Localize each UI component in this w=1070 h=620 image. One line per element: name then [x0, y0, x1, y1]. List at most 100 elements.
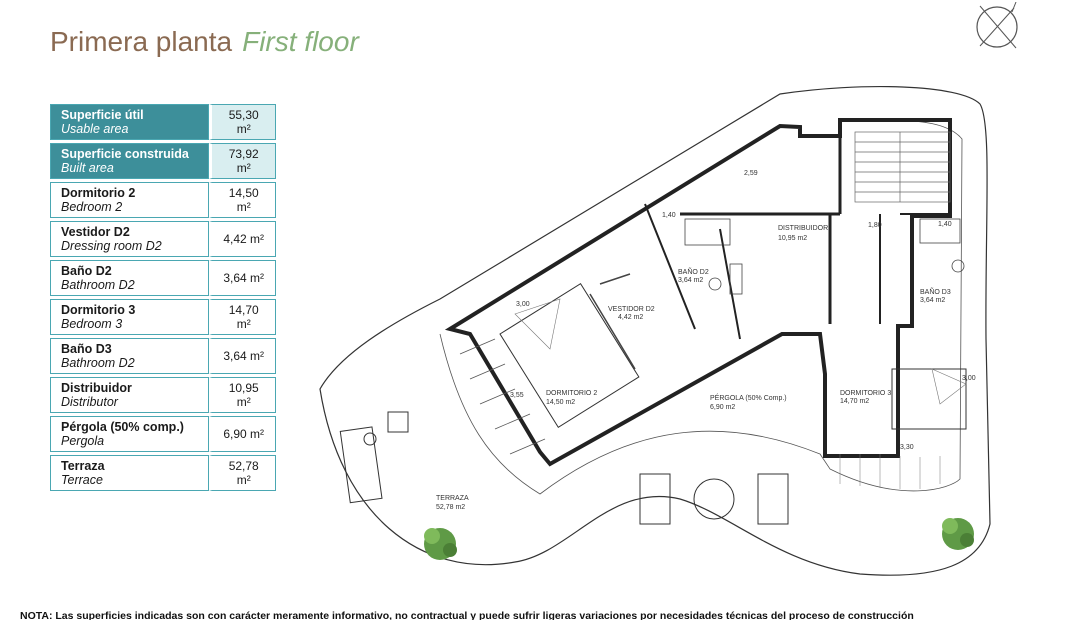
area-value: 10,95 m² [209, 377, 276, 413]
dimension: 1,40 [662, 212, 676, 219]
deck-lines [839, 454, 941, 489]
area-label-en: Bathroom D2 [61, 278, 135, 292]
area-value: 55,30 m² [209, 104, 276, 140]
tree-icon [424, 528, 457, 560]
terrace-outline [319, 85, 991, 576]
tree-icon [942, 518, 974, 550]
area-value: 3,64 m² [209, 338, 276, 374]
area-distribuidor: 10,95 m2 [778, 235, 807, 242]
page-title: Primera planta First floor [50, 26, 359, 58]
area-label: Pérgola (50% comp.)Pergola [50, 416, 210, 452]
outdoor-chair [639, 473, 671, 525]
dimension: 3,30 [900, 444, 914, 451]
shower-d3 [919, 218, 961, 244]
area-label-es: Dormitorio 3 [61, 303, 136, 317]
area-value: 52,78 m² [209, 455, 276, 491]
floor-plan: DISTRIBUIDOR 10,95 m2 BAÑO D2 3,64 m2 VE… [319, 85, 991, 576]
north-compass-icon [976, 2, 1018, 49]
area-label-es: Baño D3 [61, 342, 112, 356]
area-label-en: Bedroom 3 [61, 317, 123, 331]
label-dormitorio-3: DORMITORIO 3 [840, 390, 891, 397]
area-value: 73,92 m² [209, 143, 276, 179]
stairs [854, 131, 951, 203]
area-dormitorio-3: 14,70 m2 [840, 398, 869, 405]
area-label-es: Superficie construida [61, 147, 189, 161]
area-value: 3,64 m² [209, 260, 276, 296]
outdoor-round-table [693, 478, 735, 520]
toilet-d3 [951, 259, 965, 273]
area-dormitorio-2: 14,50 m2 [546, 399, 575, 406]
dressing-rail [589, 273, 636, 370]
area-vestidor-d2: 4,42 m2 [618, 314, 643, 321]
label-distribuidor: DISTRIBUIDOR [778, 225, 828, 232]
footer-note: NOTA: Las superficies indicadas son con … [20, 610, 914, 620]
area-value: 4,42 m² [209, 221, 276, 257]
area-value: 14,70 m² [209, 299, 276, 335]
area-label-en: Terrace [61, 473, 103, 487]
area-label-es: Distribuidor [61, 381, 132, 395]
area-label-en: Pergola [61, 434, 105, 448]
area-value: 6,90 m² [209, 416, 276, 452]
area-bano-d2: 3,64 m2 [678, 277, 703, 284]
dimension: 1,80 [868, 222, 882, 229]
area-terraza: 52,78 m2 [436, 504, 465, 511]
label-terraza: TERRAZA [436, 495, 469, 502]
bed-dormitorio-2 [499, 282, 640, 428]
area-label-es: Vestidor D2 [61, 225, 130, 239]
toilet-d2 [708, 277, 722, 291]
dimension: 1,40 [938, 221, 952, 228]
sink-d2 [729, 263, 743, 295]
label-bano-d3: BAÑO D3 [920, 287, 951, 296]
label-pergola: PÉRGOLA (50% Comp.) [710, 393, 787, 402]
sun-lounger [339, 426, 383, 504]
area-bano-d3: 3,64 m2 [920, 297, 945, 304]
area-label-es: Superficie útil [61, 108, 144, 122]
area-label-es: Dormitorio 2 [61, 186, 136, 200]
area-label-en: Bathroom D2 [61, 356, 135, 370]
area-label-es: Terraza [61, 459, 105, 473]
dimension: 3,00 [516, 301, 530, 308]
area-label-en: Distributor [61, 395, 118, 409]
area-label-en: Dressing room D2 [61, 239, 162, 253]
outdoor-chair [757, 473, 789, 525]
area-label-es: Pérgola (50% comp.) [61, 420, 184, 434]
area-pergola: 6,90 m2 [710, 404, 735, 411]
dimension: 3,00 [962, 375, 976, 382]
dimension: 3,55 [510, 392, 524, 399]
area-label-es: Baño D2 [61, 264, 112, 278]
title-english: First floor [242, 26, 359, 57]
area-value: 14,50 m² [209, 182, 276, 218]
terrace-inner-outline [439, 120, 963, 495]
area-label-en: Built area [61, 161, 114, 175]
area-label-en: Bedroom 2 [61, 200, 123, 214]
pergola-slats [459, 338, 546, 455]
shower-d2 [684, 218, 731, 246]
label-vestidor-d2: VESTIDOR D2 [608, 306, 655, 313]
title-spanish: Primera planta [50, 26, 233, 57]
dimension: 2,59 [744, 170, 758, 177]
area-label-en: Usable area [61, 122, 129, 136]
bed-dormitorio-3 [891, 368, 967, 430]
side-table [387, 411, 409, 433]
label-dormitorio-2: DORMITORIO 2 [546, 390, 597, 397]
